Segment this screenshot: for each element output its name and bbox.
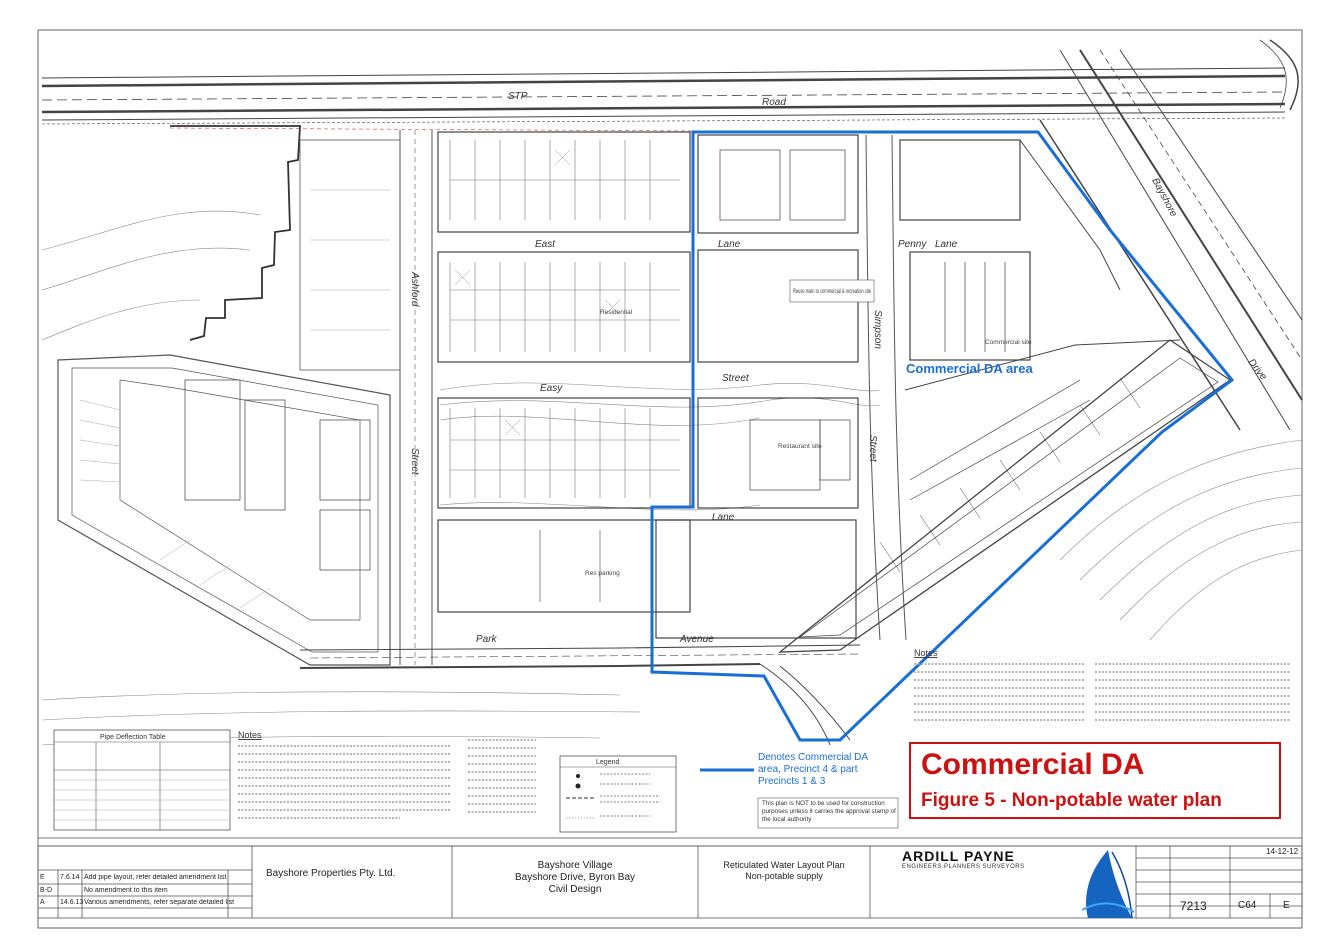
revision-date: 7.6.14 [60, 873, 80, 881]
drawing-title: Reticulated Water Layout Plan Non-potabl… [698, 860, 870, 882]
callout-reuse-main: Reuse main to commercial & recreation si… [793, 288, 871, 295]
callout-residential: Residential [600, 309, 633, 316]
revision-row: A 14.6.13 Various amendments, refer sepa… [40, 896, 250, 908]
revision-letter: E [1283, 900, 1290, 911]
revision-code: A [40, 898, 45, 906]
revision-code: E [40, 873, 45, 881]
firm-name: ARDILL PAYNE [902, 848, 1015, 864]
project-info: Bayshore Village Bayshore Drive, Byron B… [452, 860, 698, 896]
notes-block: Notes Notes [238, 648, 1290, 819]
client-name: Bayshore Properties Pty. Ltd. [266, 868, 396, 879]
label-park: Park [476, 634, 498, 645]
label-simpson: Simpson [872, 310, 883, 349]
notes-title: Notes [238, 730, 262, 740]
label-ashford: Ashford [409, 271, 420, 307]
revision-row: E 7.6.14 Add pipe layout, refer detailed… [40, 870, 250, 884]
label-drive: Drive [1246, 357, 1269, 383]
job-number: 7213 [1180, 899, 1207, 913]
ashford-street [399, 130, 433, 665]
project-address: Bayshore Drive, Byron Bay [514, 872, 636, 883]
revision-desc: No amendment to this item [84, 886, 168, 894]
project-discipline: Civil Design [548, 884, 602, 895]
notes-title-right: Notes [914, 648, 938, 658]
label-penny: Penny [898, 239, 927, 250]
commercial-da-boundary [650, 130, 1235, 742]
stp-road [41, 39, 1299, 125]
revision-list: E 7.6.14 Add pipe layout, refer detailed… [40, 870, 250, 908]
figure-box: Commercial DA Figure 5 - Non-potable wat… [909, 742, 1281, 819]
sheet-border [37, 29, 1303, 929]
label-lane-top: Lane [718, 239, 741, 250]
penny-lane-blocks [899, 139, 1181, 391]
bayshore-drive [1039, 49, 1303, 431]
callout-res-parking: Res parking [585, 570, 620, 577]
legend-box: Legend [559, 755, 677, 833]
revision-code: B-D [40, 886, 53, 894]
ardill-payne-sail-logo [1081, 850, 1135, 919]
firm-tagline: ENGINEERS PLANNERS SURVEYORS [902, 864, 1025, 870]
park-avenue [299, 644, 861, 746]
label-easy: Easy [540, 383, 563, 394]
left-residential-block [57, 139, 401, 666]
drawing-number: C64 [1238, 900, 1257, 911]
site-boundary-left [170, 125, 301, 341]
project-name: Bayshore Village [537, 860, 613, 871]
revision-date: 14.6.13 [60, 898, 84, 906]
disclaimer-text: This plan is NOT to be used for construc… [762, 800, 896, 823]
deflection-table-title: Pipe Deflection Table [100, 734, 166, 741]
figure-title: Commercial DA [921, 748, 1145, 781]
pipe-deflection-table: Pipe Deflection Table [53, 729, 231, 831]
east-blocks [655, 134, 859, 639]
label-road: Road [762, 97, 786, 108]
drawing-title-line1: Reticulated Water Layout Plan [723, 860, 845, 870]
label-street-right: Street [867, 435, 878, 463]
drawing-date: 14-12-12 [1266, 847, 1299, 856]
central-blocks [437, 131, 691, 613]
contour-lines [41, 210, 1303, 746]
label-lane-bottom: Lane [712, 512, 735, 523]
label-street-left: Street [409, 448, 420, 476]
callout-restaurant: Restaurant site [778, 443, 822, 450]
central-lots [449, 140, 680, 602]
disclaimer-box [757, 797, 899, 829]
label-east: East [535, 239, 556, 250]
label-street-mid: Street [722, 373, 750, 384]
da-area-label: Commercial DA area [906, 361, 1033, 376]
figure-subtitle: Figure 5 - Non-potable water plan [921, 790, 1222, 811]
se-parking-strip [778, 339, 1232, 653]
simpson-street [865, 134, 907, 641]
callout-commercial: Commercial site [985, 339, 1032, 346]
label-stp: STP [508, 91, 528, 102]
revision-desc: Various amendments, refer separate detai… [84, 898, 234, 906]
drawing-title-line2: Non-potable supply [745, 871, 823, 881]
label-avenue: Avenue [679, 634, 714, 645]
label-penny-lane: Lane [935, 239, 958, 250]
title-block-grid [37, 845, 1303, 919]
revision-desc: Add pipe layout, refer detailed amendmen… [84, 873, 227, 881]
legend-title: Legend [596, 759, 619, 766]
da-legend-text: Denotes Commercial DA area, Precinct 4 &… [758, 752, 868, 787]
revision-row: B-D No amendment to this item [40, 884, 250, 896]
